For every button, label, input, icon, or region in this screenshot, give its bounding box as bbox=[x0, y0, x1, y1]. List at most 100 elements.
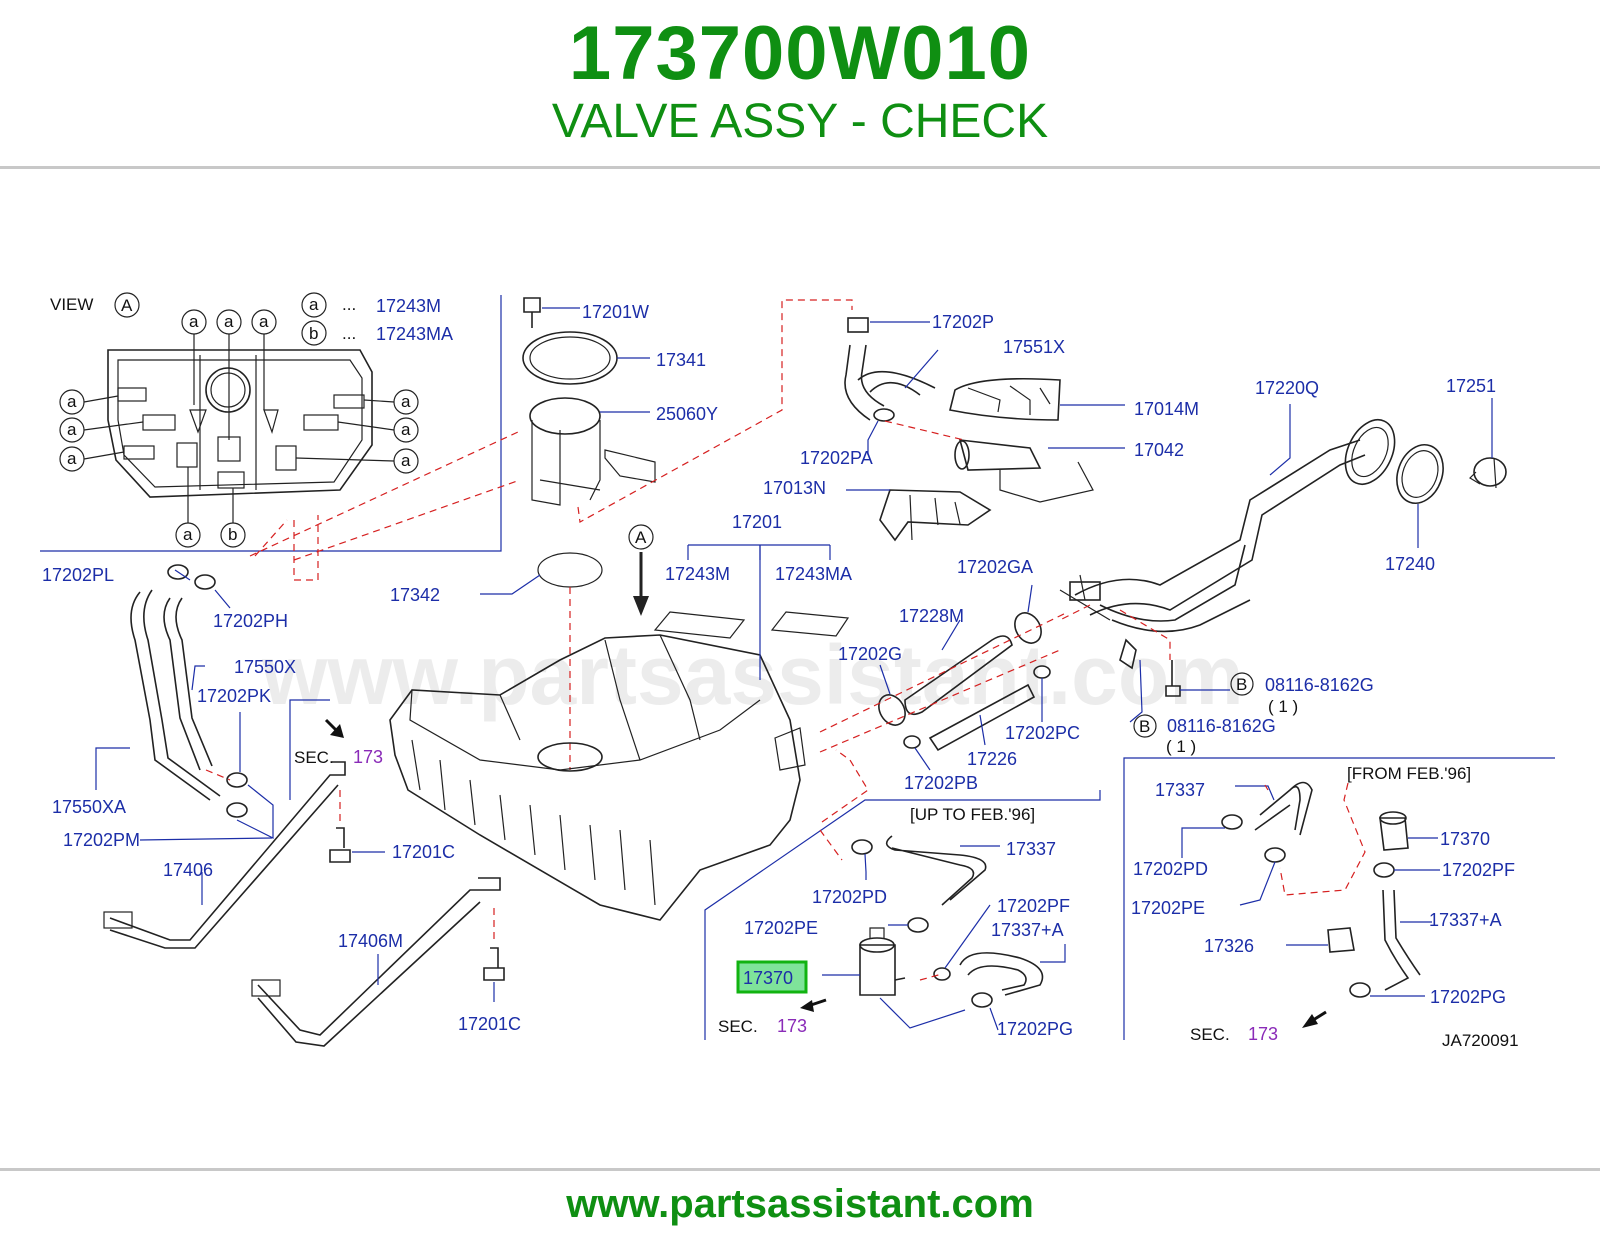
label-17337A-up[interactable]: 17337+A bbox=[991, 920, 1064, 940]
svg-text:a: a bbox=[67, 449, 77, 468]
view-a-tank-inner bbox=[117, 359, 363, 488]
label-17228M[interactable]: 17228M bbox=[899, 606, 964, 626]
label-17201C-2[interactable]: 17201C bbox=[458, 1014, 521, 1034]
label-17202PL[interactable]: 17202PL bbox=[42, 565, 114, 585]
fuel-tank-17201 bbox=[389, 634, 806, 921]
label-17220Q[interactable]: 17220Q bbox=[1255, 378, 1319, 398]
label-17013N[interactable]: 17013N bbox=[763, 478, 826, 498]
pump-unit-25060Y bbox=[529, 397, 601, 435]
label-17202GA[interactable]: 17202GA bbox=[957, 557, 1033, 577]
sec-number-left[interactable]: 173 bbox=[353, 747, 383, 767]
part-name-subtitle: VALVE ASSY - CHECK bbox=[551, 95, 1049, 148]
qty-note-1: ( 1 ) bbox=[1268, 697, 1298, 716]
highlighted-part-label[interactable]: 17370 bbox=[743, 968, 793, 988]
label-17202PF-from[interactable]: 17202PF bbox=[1442, 860, 1515, 880]
label-17337-from[interactable]: 17337 bbox=[1155, 780, 1205, 800]
svg-text:a: a bbox=[401, 420, 411, 439]
label-17370-from[interactable]: 17370 bbox=[1440, 829, 1490, 849]
clamp-17202G bbox=[878, 664, 906, 726]
label-17042[interactable]: 17042 bbox=[1134, 440, 1184, 460]
label-17341[interactable]: 17341 bbox=[656, 350, 706, 370]
label-17243M[interactable]: 17243M bbox=[665, 564, 730, 584]
label-17551X[interactable]: 17551X bbox=[1003, 337, 1065, 357]
view-a-pad bbox=[333, 394, 365, 409]
highlighted-part-box bbox=[736, 960, 808, 994]
label-17201C-1[interactable]: 17201C bbox=[392, 842, 455, 862]
label-17406M[interactable]: 17406M bbox=[338, 931, 403, 951]
label-17202PG-from[interactable]: 17202PG bbox=[1430, 987, 1506, 1007]
up-to-parts bbox=[819, 749, 1066, 1031]
bracket-17406M bbox=[251, 877, 505, 1047]
label-17014M[interactable]: 17014M bbox=[1134, 399, 1199, 419]
label-25060Y[interactable]: 25060Y bbox=[656, 404, 718, 424]
svg-text:a: a bbox=[401, 451, 411, 470]
label-17202PF-up[interactable]: 17202PF bbox=[997, 896, 1070, 916]
sec-prefix-left: SEC. bbox=[294, 748, 334, 767]
label-17342[interactable]: 17342 bbox=[390, 585, 440, 605]
label-17337-up[interactable]: 17337 bbox=[1006, 839, 1056, 859]
bolt-08116-8162G-1 bbox=[1165, 660, 1254, 697]
view-a-pad bbox=[123, 445, 155, 460]
label-08116-8162G-2[interactable]: 08116-8162G bbox=[1167, 716, 1276, 736]
view-a-callouts: a a a a a a a a a a b bbox=[59, 309, 419, 548]
pump-assembly bbox=[249, 297, 853, 770]
label-17202PC[interactable]: 17202PC bbox=[1005, 723, 1080, 743]
key-b-part[interactable]: 17243MA bbox=[376, 324, 453, 344]
sec-arrow-mid-head bbox=[800, 1000, 814, 1012]
view-arrow-head bbox=[633, 596, 649, 616]
bolt-ref-2: B bbox=[1139, 717, 1150, 736]
view-a-pad bbox=[303, 414, 339, 431]
sec-number-mid[interactable]: 173 bbox=[777, 1016, 807, 1036]
key-b-letter: b bbox=[309, 324, 318, 343]
view-label: VIEW bbox=[50, 295, 93, 314]
view-a-channels bbox=[199, 355, 257, 490]
label-17202PA[interactable]: 17202PA bbox=[800, 448, 873, 468]
label-17550X[interactable]: 17550X bbox=[234, 657, 296, 677]
note-from: [FROM FEB.'96] bbox=[1347, 764, 1471, 783]
clamp-17202PC bbox=[1033, 665, 1051, 722]
label-08116-8162G-1[interactable]: 08116-8162G bbox=[1265, 675, 1374, 695]
label-17201W[interactable]: 17201W bbox=[582, 302, 649, 322]
bracket-17406 bbox=[103, 761, 385, 949]
view-a-tank-outline bbox=[107, 349, 373, 498]
view-a-pump-hole bbox=[205, 367, 251, 413]
label-17337A-from[interactable]: 17337+A bbox=[1429, 910, 1502, 930]
drawing-code: JA720091 bbox=[1442, 1031, 1519, 1050]
watermark-text: www.partsassistant.com bbox=[261, 628, 1244, 722]
label-17202PK[interactable]: 17202PK bbox=[197, 686, 271, 706]
from-frame bbox=[1123, 757, 1555, 1040]
label-17202PG-up[interactable]: 17202PG bbox=[997, 1019, 1073, 1039]
sec-prefix-right: SEC. bbox=[1190, 1025, 1230, 1044]
svg-text:a: a bbox=[67, 420, 77, 439]
key-a-part[interactable]: 17243M bbox=[376, 296, 441, 316]
note-up-to: [UP TO FEB.'96] bbox=[910, 805, 1035, 824]
from-parts bbox=[1181, 781, 1440, 998]
label-17226[interactable]: 17226 bbox=[967, 749, 1017, 769]
label-17550XA[interactable]: 17550XA bbox=[52, 797, 126, 817]
label-17201[interactable]: 17201 bbox=[732, 512, 782, 532]
label-17243MA[interactable]: 17243MA bbox=[775, 564, 852, 584]
sec-arrow-left-head bbox=[330, 724, 344, 738]
label-17202P[interactable]: 17202P bbox=[932, 312, 994, 332]
label-17202PH[interactable]: 17202PH bbox=[213, 611, 288, 631]
label-17202PE-from[interactable]: 17202PE bbox=[1131, 898, 1205, 918]
svg-text:a: a bbox=[224, 312, 234, 331]
label-17251[interactable]: 17251 bbox=[1446, 376, 1496, 396]
label-17202G[interactable]: 17202G bbox=[838, 644, 902, 664]
label-17240[interactable]: 17240 bbox=[1385, 554, 1435, 574]
label-17202PM[interactable]: 17202PM bbox=[63, 830, 140, 850]
clamp-17202PB bbox=[903, 735, 931, 771]
footer-url[interactable]: www.partsassistant.com bbox=[566, 1182, 1034, 1226]
svg-text:a: a bbox=[183, 525, 193, 544]
svg-text:a: a bbox=[259, 312, 269, 331]
up-to-frame bbox=[704, 790, 1101, 1040]
label-17202PD-up[interactable]: 17202PD bbox=[812, 887, 887, 907]
label-17202PD-from[interactable]: 17202PD bbox=[1133, 859, 1208, 879]
label-17202PB[interactable]: 17202PB bbox=[904, 773, 978, 793]
label-17406[interactable]: 17406 bbox=[163, 860, 213, 880]
label-17202PE-up[interactable]: 17202PE bbox=[744, 918, 818, 938]
view-arrow-circle bbox=[628, 524, 654, 550]
sec-number-right[interactable]: 173 bbox=[1248, 1024, 1278, 1044]
label-17326[interactable]: 17326 bbox=[1204, 936, 1254, 956]
